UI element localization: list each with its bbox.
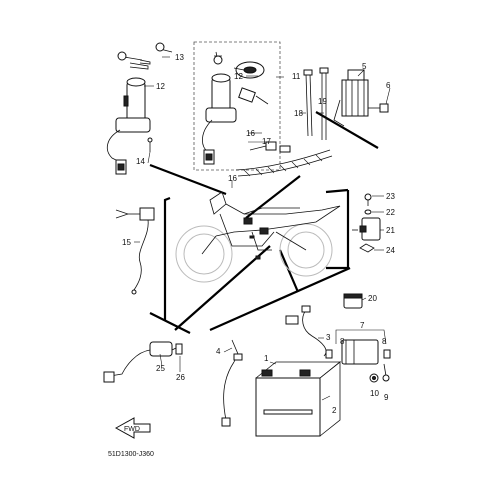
callout-2: 2 [332,406,337,415]
callout-14: 14 [136,157,145,166]
starter-cable [285,305,327,357]
forward-arrow-icon: FWD [114,417,151,439]
callout-11: 11 [292,72,301,81]
wire-harness-part [235,141,333,177]
callout-21: 21 [386,226,395,235]
fuse-box [343,293,363,309]
callout-8-right: 8 [382,337,387,346]
drawing-code: 51D1300-J360 [108,451,154,458]
fwd-label: FWD [124,426,140,433]
flasher-relay-assembly [352,193,381,253]
main-switch-assembly [106,42,173,175]
callout-10: 10 [370,389,379,398]
handlebar-switch [103,341,183,383]
callout-8-left: 8 [340,337,345,346]
callout-19: 19 [318,97,327,106]
callout-12-left: 12 [156,82,165,91]
motorcycle-outline [175,191,341,283]
callout-6: 6 [386,81,391,90]
relay-assembly [325,339,391,383]
callout-leaders [134,56,391,401]
rectifier-regulator [333,69,389,127]
battery [255,361,342,437]
switch-set-box [193,41,281,171]
callout-20: 20 [368,294,377,303]
callout-24: 24 [386,246,395,255]
callout-26: 26 [176,373,185,382]
callout-4: 4 [216,347,221,356]
callout-16-center: 16 [228,174,237,183]
callout-9: 9 [384,393,389,402]
cable-ties [303,67,329,140]
battery-marker [259,227,269,235]
callout-22: 22 [386,208,395,217]
battery-lead [221,339,243,427]
callout-13: 13 [175,53,184,62]
callout-25: 25 [156,364,165,373]
callout-12-right: 12 [234,72,243,81]
callout-15: 15 [122,238,131,247]
callout-23: 23 [386,192,395,201]
group-leader-lines [149,111,379,334]
starter-relay [115,207,155,295]
callout-18: 18 [294,109,303,118]
callout-17: 17 [262,137,271,146]
callout-16-top: 16 [246,129,255,138]
callout-numbers: 13 12 14 12 11 18 19 16 17 5 6 16 23 22 … [122,53,395,415]
callout-7: 7 [360,321,365,330]
ecu-marker [243,217,253,225]
callout-1: 1 [264,354,269,363]
callout-5: 5 [362,62,367,71]
callout-3: 3 [326,333,331,342]
